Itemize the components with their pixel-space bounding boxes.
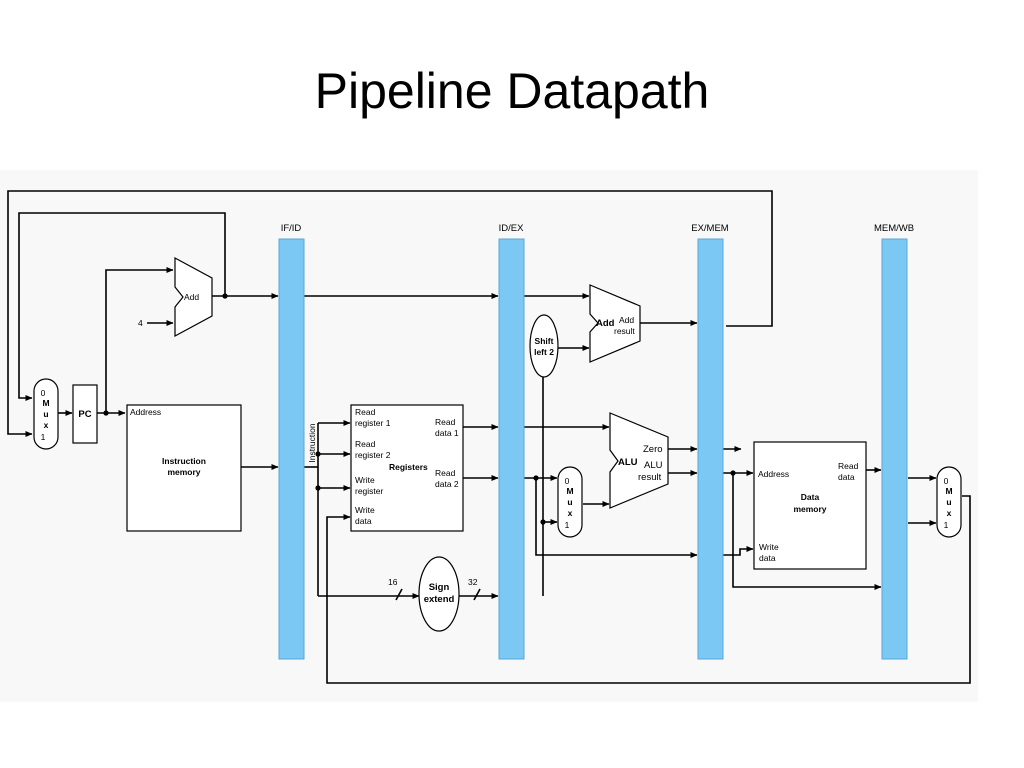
shift-left-label-1: Shift: [535, 336, 554, 346]
label-ex-mem: EX/MEM: [691, 223, 729, 234]
pipeline-register-id-ex: [498, 238, 525, 660]
read-register-1-b: register 1: [355, 418, 391, 428]
junction-dots: [103, 293, 736, 525]
pc-mux-label-m: M: [42, 398, 49, 408]
width-32: 32: [468, 577, 478, 587]
alu-mux-label-u: u: [567, 497, 572, 507]
pc-mux-label-0: 0: [41, 388, 46, 398]
data-memory: Address Read data Data memory Write data: [753, 441, 867, 570]
write-register-b: register: [355, 486, 384, 496]
write-data-a: Write: [355, 505, 375, 515]
sign-extend-label-1: Sign: [429, 582, 450, 593]
label-id-ex: ID/EX: [499, 223, 524, 234]
data-memory-address: Address: [758, 469, 789, 479]
instruction-memory-title-1: Instruction: [162, 456, 206, 466]
wb-mux-label-x: x: [947, 508, 952, 518]
wb-mux-label-0: 0: [944, 476, 949, 486]
label-if-id: IF/ID: [281, 223, 302, 234]
pc-adder-label: Add: [184, 292, 199, 302]
branch-adder: Add Add result: [589, 284, 641, 363]
read-register-2-a: Read: [355, 439, 376, 449]
wires: [7, 190, 971, 684]
sign-extend: Sign extend: [418, 556, 460, 632]
read-data-2-b: data 2: [435, 479, 459, 489]
register-file: Read register 1 Read register 2 Write re…: [350, 404, 464, 532]
width-16: 16: [388, 577, 398, 587]
read-data-1-b: data 1: [435, 428, 459, 438]
write-data-b: data: [355, 516, 372, 526]
wb-mux-label-m: M: [945, 486, 952, 496]
read-data-1-a: Read: [435, 417, 456, 427]
pc-mux-label-x: x: [44, 420, 49, 430]
label-mem-wb: MEM/WB: [874, 223, 914, 234]
pc-mux-label-1: 1: [41, 432, 46, 442]
instruction-memory: Address Instruction memory: [126, 404, 242, 532]
pipeline-register-ex-mem: [697, 238, 724, 660]
alu-mux-label-0: 0: [565, 476, 570, 486]
shift-left-label-2: left 2: [534, 347, 554, 357]
pc-mux-label-u: u: [43, 409, 48, 419]
data-memory-read-data-1: Read: [838, 461, 859, 471]
branch-adder-label: Add: [596, 318, 615, 329]
wb-mux-label-u: u: [946, 497, 951, 507]
pc-label: PC: [78, 409, 91, 420]
alu: ALU Zero ALU result: [609, 412, 669, 509]
program-counter: PC: [72, 384, 98, 444]
data-memory-read-data-2: data: [838, 472, 855, 482]
wb-mux-label-1: 1: [944, 520, 949, 530]
sign-extend-label-2: extend: [424, 594, 455, 605]
alu-zero-label: Zero: [643, 444, 663, 455]
data-memory-title-1: Data: [801, 492, 820, 502]
instruction-bus-label: Instruction: [307, 423, 317, 462]
add-result-label-1: Add: [619, 315, 634, 325]
alu-source-mux: 0 M u x 1: [557, 466, 583, 538]
const-4: 4: [138, 318, 143, 328]
write-back-mux: 0 M u x 1: [936, 466, 962, 538]
slide-title: Pipeline Datapath: [314, 63, 710, 119]
alu-mux-label-1: 1: [565, 520, 570, 530]
alu-mux-label-x: x: [568, 508, 573, 518]
alu-mux-label-m: M: [566, 486, 573, 496]
pc-source-mux: 0 M u x 1: [33, 378, 59, 450]
alu-result-label-1: ALU: [644, 460, 663, 471]
registers-title: Registers: [389, 462, 428, 472]
pc-adder: Add: [174, 256, 213, 338]
write-register-a: Write: [355, 475, 375, 485]
data-memory-write-data-2: data: [759, 553, 776, 563]
read-register-2-b: register 2: [355, 450, 391, 460]
data-memory-write-data-1: Write: [759, 542, 779, 552]
pipeline-register-mem-wb: [881, 238, 908, 660]
shift-left-2: Shift left 2: [529, 314, 559, 378]
pipeline-register-if-id: [278, 238, 305, 660]
instruction-memory-address: Address: [130, 407, 161, 417]
read-register-1-a: Read: [355, 407, 376, 417]
alu-result-label-2: result: [638, 472, 662, 483]
data-memory-title-2: memory: [793, 504, 826, 514]
alu-label: ALU: [618, 457, 638, 468]
read-data-2-a: Read: [435, 468, 456, 478]
add-result-label-2: result: [614, 326, 635, 336]
instruction-memory-title-2: memory: [167, 467, 200, 477]
